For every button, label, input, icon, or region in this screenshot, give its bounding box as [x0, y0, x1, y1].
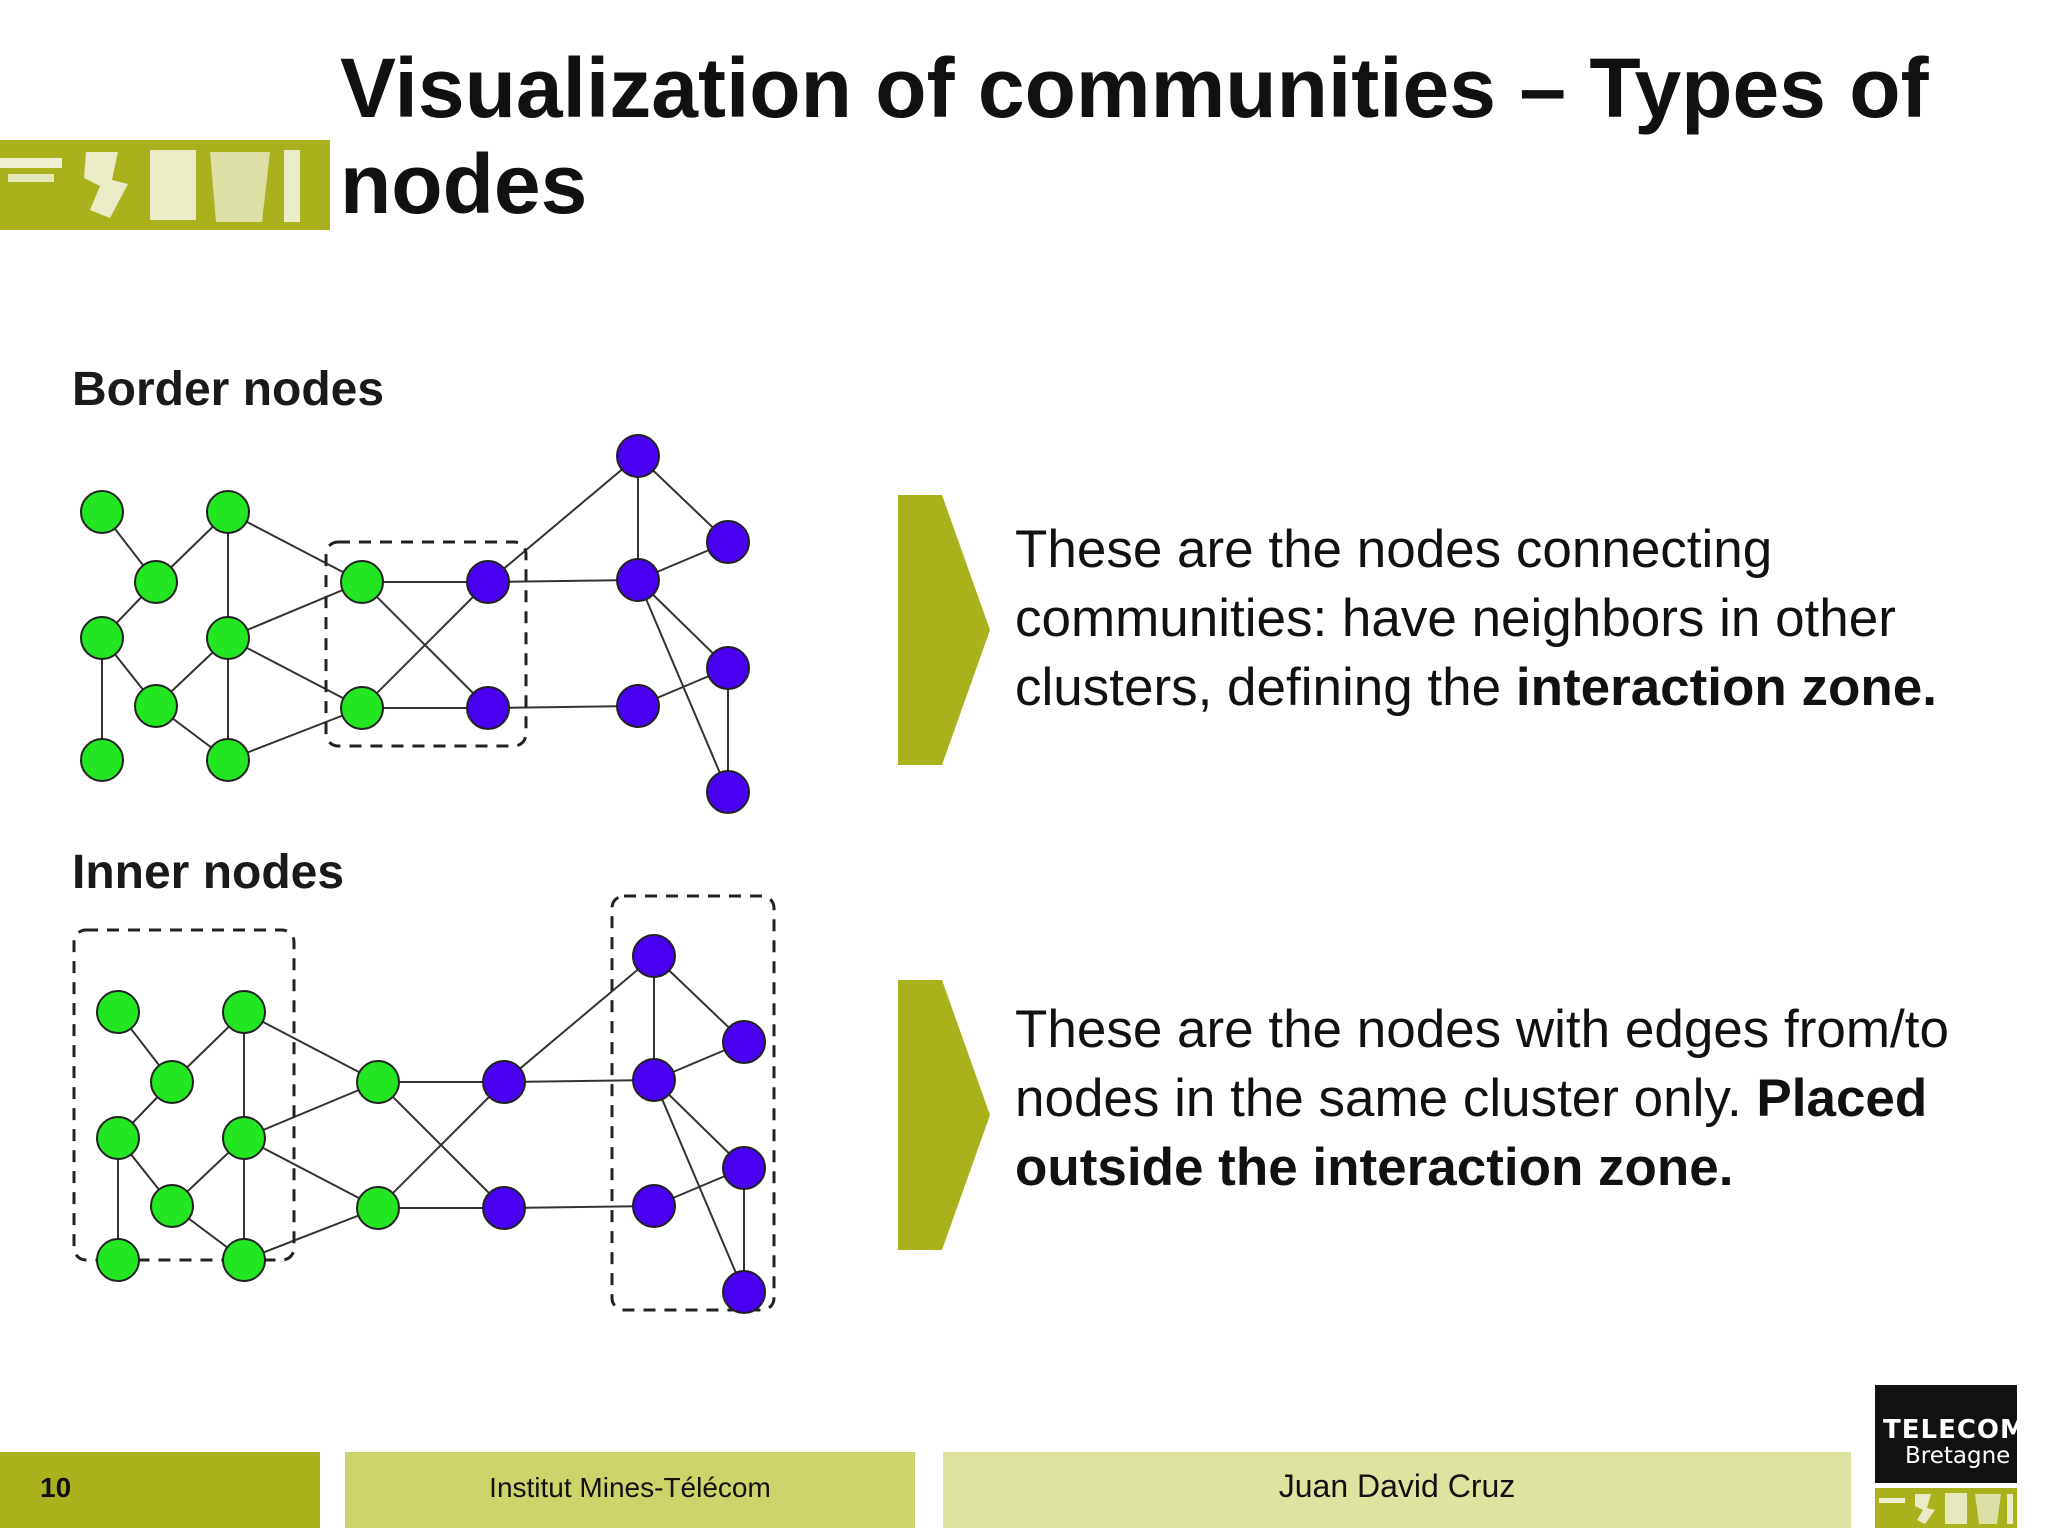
- graph-edge: [487, 705, 639, 709]
- cluster-boundary: [610, 894, 776, 1312]
- graph-edge: [487, 455, 639, 583]
- footer-author-box: [943, 1452, 1851, 1528]
- graph-edge: [227, 511, 363, 583]
- description-text: These are the nodes with edges from/to n…: [1015, 1000, 1949, 1128]
- cluster-boundary: [72, 928, 296, 1262]
- blue-node: [632, 934, 676, 978]
- border-nodes-diagram: [80, 434, 750, 814]
- green-node: [206, 490, 250, 534]
- telecom-bretagne-logo: TELECOM Bretagne: [1875, 1385, 2026, 1483]
- institution-logo-band: [0, 140, 330, 230]
- slide-title: Visualization of communities – Types of …: [340, 41, 1929, 231]
- description-text: These are the nodes connecting communiti…: [1015, 520, 1896, 717]
- author-name: Juan David Cruz: [1278, 1468, 1516, 1504]
- description-emphasis: Placed outside the interaction zone.: [1015, 1069, 1928, 1197]
- green-node: [340, 560, 384, 604]
- green-node: [96, 1116, 140, 1160]
- cluster-boundary: [324, 540, 528, 748]
- chevron-arrow-icon: [898, 980, 990, 1250]
- green-node: [356, 1060, 400, 1104]
- description-emphasis: interaction zone.: [1515, 658, 1937, 717]
- graph-edge: [243, 1011, 379, 1083]
- graph-edge: [227, 581, 363, 639]
- green-node: [206, 738, 250, 782]
- blue-node: [616, 434, 660, 478]
- green-node: [134, 684, 178, 728]
- graph-edge: [503, 955, 655, 1083]
- blue-node: [482, 1060, 526, 1104]
- green-node: [206, 616, 250, 660]
- blue-node: [706, 770, 750, 814]
- graph-edge: [243, 1207, 379, 1261]
- graph-edge: [227, 637, 363, 709]
- blue-node: [722, 1146, 766, 1190]
- blue-node: [722, 1270, 766, 1314]
- blue-node: [616, 684, 660, 728]
- green-node: [356, 1186, 400, 1230]
- footer-institution-box: [345, 1452, 915, 1528]
- blue-node: [706, 520, 750, 564]
- graph-edge: [361, 581, 489, 709]
- inner-nodes-diagram: [72, 894, 776, 1314]
- graph-edge: [377, 1081, 505, 1209]
- blue-node: [632, 1058, 676, 1102]
- institution-small-logo: [1875, 1488, 2017, 1528]
- blue-node: [632, 1184, 676, 1228]
- green-node: [96, 1238, 140, 1282]
- green-node: [150, 1184, 194, 1228]
- blue-node: [616, 558, 660, 602]
- graph-edge: [503, 1205, 655, 1209]
- green-node: [222, 1116, 266, 1160]
- border-nodes-description: These are the nodes connecting communiti…: [1015, 515, 2025, 722]
- blue-node: [466, 686, 510, 730]
- green-node: [222, 990, 266, 1034]
- chevron-arrow-icon: [898, 495, 990, 765]
- page-number: 10: [40, 1472, 72, 1503]
- blue-node: [466, 560, 510, 604]
- green-node: [80, 738, 124, 782]
- border-nodes-label: Border nodes: [72, 363, 385, 416]
- green-node: [222, 1238, 266, 1282]
- green-node: [150, 1060, 194, 1104]
- institution-name: Institut Mines-Télécom: [489, 1472, 771, 1503]
- green-node: [80, 616, 124, 660]
- blue-node: [706, 646, 750, 690]
- blue-node: [482, 1186, 526, 1230]
- green-node: [340, 686, 384, 730]
- footer-page-box: [0, 1452, 320, 1528]
- blue-node: [722, 1020, 766, 1064]
- green-node: [80, 490, 124, 534]
- inner-nodes-label: Inner nodes: [72, 846, 345, 899]
- logo-line-2: Bretagne: [1905, 1443, 2011, 1469]
- graph-edge: [243, 1137, 379, 1209]
- inner-nodes-description: These are the nodes with edges from/to n…: [1015, 995, 2025, 1202]
- graph-edge: [243, 1081, 379, 1139]
- logo-line-1: TELECOM: [1883, 1415, 2027, 1445]
- graph-edge: [487, 579, 639, 583]
- green-node: [96, 990, 140, 1034]
- green-node: [134, 560, 178, 604]
- graph-edge: [227, 707, 363, 761]
- graph-edge: [503, 1079, 655, 1083]
